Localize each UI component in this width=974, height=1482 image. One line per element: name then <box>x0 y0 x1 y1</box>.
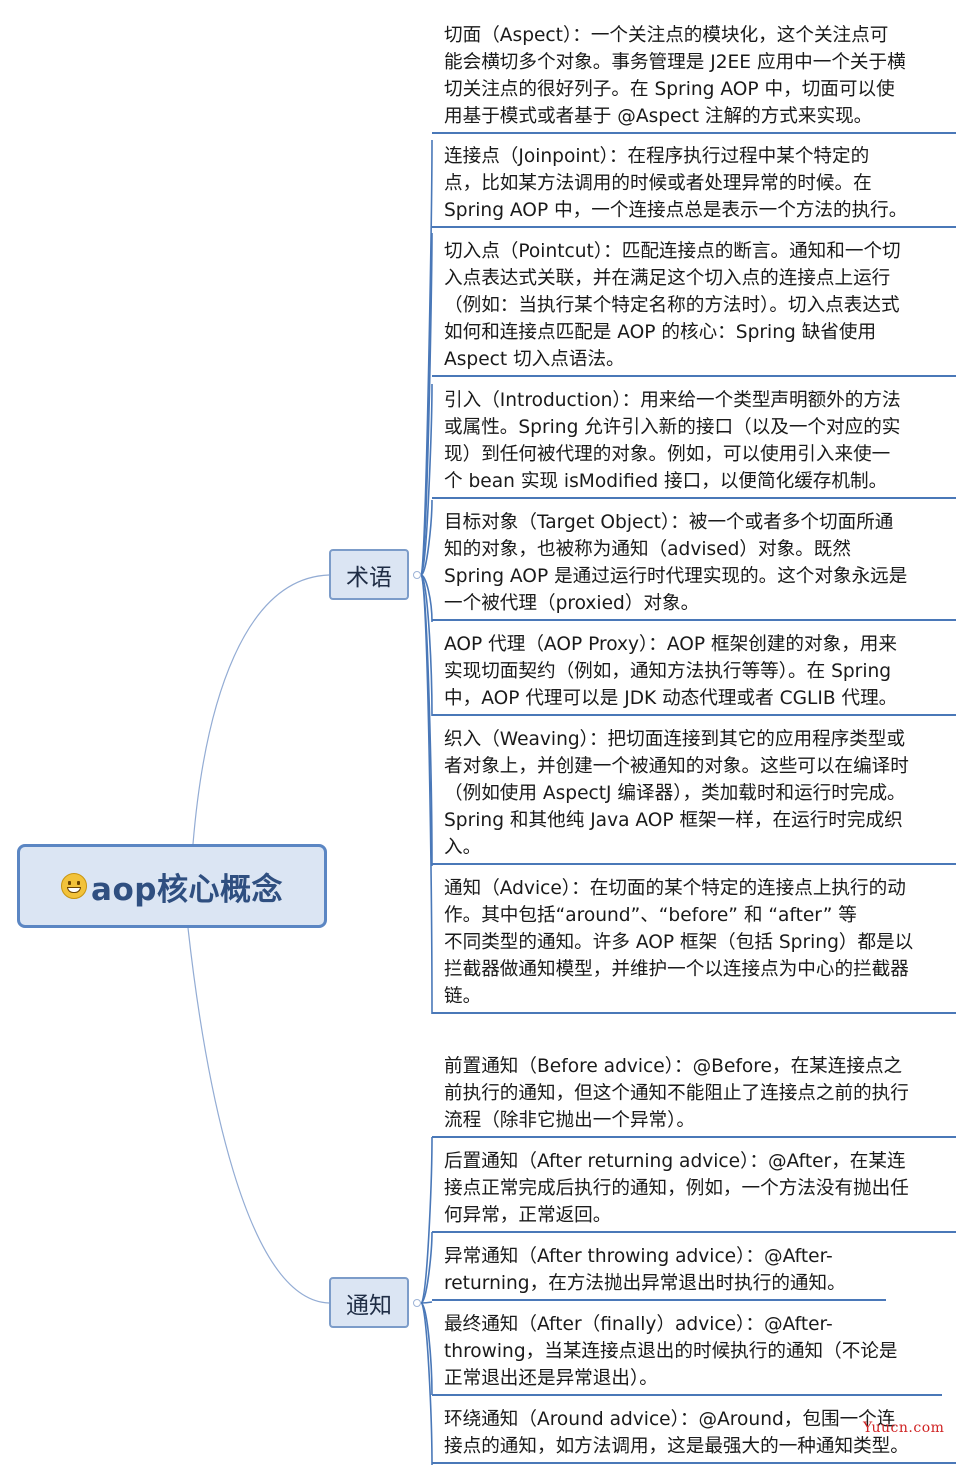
leaf-node-target-object[interactable]: 目标对象（Target Object）：被一个或者多个切面所通 知的对象，也被称… <box>432 509 956 621</box>
terms-leaf-connector-1 <box>420 232 433 576</box>
leaf-node-before-advice[interactable]: 前置通知（Before advice）：@Before，在某连接点之 前执行的通… <box>432 1053 956 1138</box>
root-node[interactable]: aop核心概念 <box>17 844 327 928</box>
leaf-node-aop-proxy[interactable]: AOP 代理（AOP Proxy）：AOP 框架创建的对象，用来 实现切面契约（… <box>432 631 956 716</box>
advice-leaf-connector-3 <box>420 1302 433 1396</box>
terms-leaf-connector-2 <box>420 383 433 576</box>
leaf-node-text: 通知（Advice）：在切面的某个特定的连接点上执行的动 作。其中包括“arou… <box>444 878 914 1007</box>
leaf-node-pointcut[interactable]: 切入点（Pointcut）：匹配连接点的断言。通知和一个切 入点表达式关联，并在… <box>432 238 956 377</box>
advice-leaf-connector-1 <box>420 1231 433 1304</box>
leaf-node-advice[interactable]: 通知（Advice）：在切面的某个特定的连接点上执行的动 作。其中包括“arou… <box>432 875 956 1014</box>
leaf-node-text: 环绕通知（Around advice）：@Around，包围一个连 接点的通知，… <box>444 1409 909 1457</box>
terms-leaf-connector-3 <box>420 499 433 576</box>
leaf-node-text: 连接点（Joinpoint）：在程序执行过程中某个特定的 点，比如某方法调用的时… <box>444 146 908 221</box>
leaf-node-text: 切面（Aspect）：一个关注点的模块化，这个关注点可 能会横切多个对象。事务管… <box>444 25 906 127</box>
watermark: Yuucn.com <box>863 1420 945 1436</box>
leaf-underline <box>432 1462 956 1464</box>
leaf-node-text: 引入（Introduction）：用来给一个类型声明额外的方法 或属性。Spri… <box>444 390 901 492</box>
leaf-node-around-advice[interactable]: 环绕通知（Around advice）：@Around，包围一个连 接点的通知，… <box>432 1406 956 1464</box>
branch-collapse-toggle-advice[interactable] <box>413 1299 421 1307</box>
leaf-node-text: 织入（Weaving）：把切面连接到其它的应用程序类型或 者对象上，并创建一个被… <box>444 729 909 858</box>
grinning-face-icon <box>61 873 88 899</box>
root-to-terms-connector <box>192 574 330 845</box>
leaf-node-after-finally-advice[interactable]: 最终通知（After（finally）advice）：@After- throw… <box>432 1311 956 1396</box>
branch-node-terms[interactable]: 术语 <box>329 549 409 600</box>
leaf-underline <box>432 714 956 716</box>
leaf-node-text: 前置通知（Before advice）：@Before，在某连接点之 前执行的通… <box>444 1056 909 1131</box>
leaf-node-text: 后置通知（After returning advice）：@After，在某连 … <box>444 1151 909 1226</box>
leaf-underline <box>432 226 956 228</box>
branch-node-advice[interactable]: 通知 <box>329 1277 409 1328</box>
leaf-node-text: 目标对象（Target Object）：被一个或者多个切面所通 知的对象，也被称… <box>444 512 908 614</box>
branch-collapse-toggle-terms[interactable] <box>413 571 421 579</box>
leaf-node-after-returning-advice[interactable]: 后置通知（After returning advice）：@After，在某连 … <box>432 1148 956 1233</box>
leaf-node-text: AOP 代理（AOP Proxy）：AOP 框架创建的对象，用来 实现切面契约（… <box>444 634 898 709</box>
leaf-node-weaving[interactable]: 织入（Weaving）：把切面连接到其它的应用程序类型或 者对象上，并创建一个被… <box>432 726 956 865</box>
leaf-underline <box>432 497 956 499</box>
terms-leaf-connector-7 <box>420 574 433 1015</box>
leaf-underline <box>432 863 956 865</box>
advice-leaf-connector-4 <box>420 1302 433 1466</box>
leaf-node-text: 异常通知（After throwing advice）：@After- retu… <box>444 1246 846 1294</box>
advice-leaf-connector-0 <box>420 1136 433 1304</box>
leaf-underline <box>432 1231 956 1233</box>
leaf-underline <box>432 1136 956 1138</box>
leaf-node-text: 最终通知（After（finally）advice）：@After- throw… <box>444 1314 898 1389</box>
root-node-label: aop核心概念 <box>91 871 283 908</box>
terms-leaf-connector-5 <box>420 574 433 717</box>
leaf-node-text: 切入点（Pointcut）：匹配连接点的断言。通知和一个切 入点表达式关联，并在… <box>444 241 901 370</box>
leaf-underline <box>432 1012 956 1014</box>
leaf-node-joinpoint[interactable]: 连接点（Joinpoint）：在程序执行过程中某个特定的 点，比如某方法调用的时… <box>432 143 956 228</box>
root-to-advice-connector <box>187 927 330 1304</box>
leaf-underline <box>432 132 956 134</box>
leaf-underline <box>432 1299 886 1301</box>
leaf-underline <box>432 619 956 621</box>
terms-leaf-connector-0 <box>420 139 433 576</box>
leaf-underline <box>432 375 956 377</box>
leaf-node-introduction[interactable]: 引入（Introduction）：用来给一个类型声明额外的方法 或属性。Spri… <box>432 387 956 499</box>
leaf-node-after-throwing-advice[interactable]: 异常通知（After throwing advice）：@After- retu… <box>432 1243 956 1301</box>
leaf-node-aspect[interactable]: 切面（Aspect）：一个关注点的模块化，这个关注点可 能会横切多个对象。事务管… <box>432 22 956 134</box>
leaf-underline <box>432 1394 942 1396</box>
